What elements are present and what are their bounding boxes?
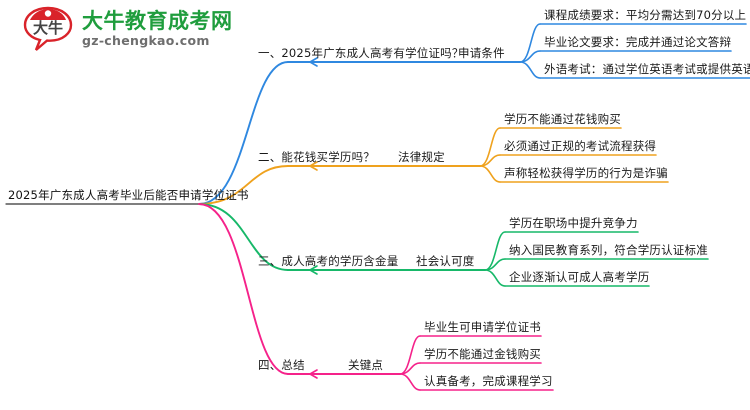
mindmap-root-label: 2025年广东成人高考毕业后能否申请学位证书 (8, 188, 249, 202)
mindmap-branch-3-label[interactable]: 三、成人高考的学历含金量 (258, 254, 399, 268)
mindmap-branch-2-leaf-3[interactable]: 声称轻松获得学历的行为是诈骗 (504, 166, 668, 180)
branch-2-arrow (309, 161, 318, 171)
mindmap-branch-3-leaf-1[interactable]: 学历在职场中提升竞争力 (509, 216, 638, 230)
mindmap-branch-2-leaf-2[interactable]: 必须通过正规的考试流程获得 (504, 139, 657, 153)
mindmap-branch-4-leaf-1[interactable]: 毕业生可申请学位证书 (424, 320, 541, 334)
logo-subtitle: gz-chengkao.com (82, 33, 210, 49)
logo-mark-svg: 大牛 (23, 6, 73, 51)
mindmap-branch-3-leaf-2[interactable]: 纳入国民教育系列，符合学历认证标准 (509, 243, 708, 257)
branch-4-leaf-3-connector (399, 373, 421, 391)
logo-title: 大牛教育成考网 (82, 9, 233, 34)
branch-1-arrow (309, 57, 318, 67)
branch-3-arrow (309, 265, 318, 275)
mindmap-branch-2-label[interactable]: 二、能花钱买学历吗？ (258, 150, 375, 164)
branch-3-spine (198, 203, 289, 271)
mindmap-branch-3-sublabel[interactable]: 社会认可度 (416, 254, 475, 268)
mindmap-branch-4-leaf-2[interactable]: 学历不能通过金钱购买 (424, 347, 541, 361)
mindmap-branch-1-leaf-2[interactable]: 毕业论文要求：完成并通过论文答辩 (544, 35, 732, 49)
branch-1-leaf-3-connector (519, 61, 541, 79)
svg-text:大牛: 大牛 (33, 19, 63, 37)
branch-4-arrow (309, 369, 318, 379)
branch-2-leaf-3-connector (479, 165, 501, 183)
mindmap-branch-1-leaf-1[interactable]: 课程成绩要求：平均分需达到70分以上 (544, 8, 747, 22)
logo-speech-bubble-icon: 大牛 (22, 6, 74, 52)
site-logo: 大牛 大牛教育成考网 gz-chengkao.com (22, 6, 233, 52)
branch-3-leaf-3-connector (484, 269, 506, 287)
mindmap-branch-2-leaf-1[interactable]: 学历不能通过花钱购买 (504, 112, 621, 126)
mindmap-branch-4-leaf-3[interactable]: 认真备考，完成课程学习 (424, 374, 553, 388)
mindmap-branch-2-sublabel[interactable]: 法律规定 (398, 150, 445, 164)
mindmap-branch-3-leaf-3[interactable]: 企业逐渐认可成人高考学历 (509, 270, 650, 284)
branch-2-spine (198, 165, 289, 205)
logo-text-block: 大牛教育成考网 gz-chengkao.com (82, 10, 233, 47)
mindmap-branch-1-leaf-3[interactable]: 外语考试：通过学位英语考试或提供英语水平证明 (544, 62, 750, 76)
mindmap-branch-1-sublabel[interactable]: 申请条件 (458, 46, 505, 60)
branch-1-spine (198, 61, 289, 205)
mindmap-branch-4-label[interactable]: 四、总结 (258, 358, 305, 372)
branch-4-spine (198, 203, 289, 375)
mindmap-branch-4-sublabel[interactable]: 关键点 (348, 358, 384, 372)
mindmap-branch-1-label[interactable]: 一、2025年广东成人高考有学位证吗？ (258, 46, 464, 60)
